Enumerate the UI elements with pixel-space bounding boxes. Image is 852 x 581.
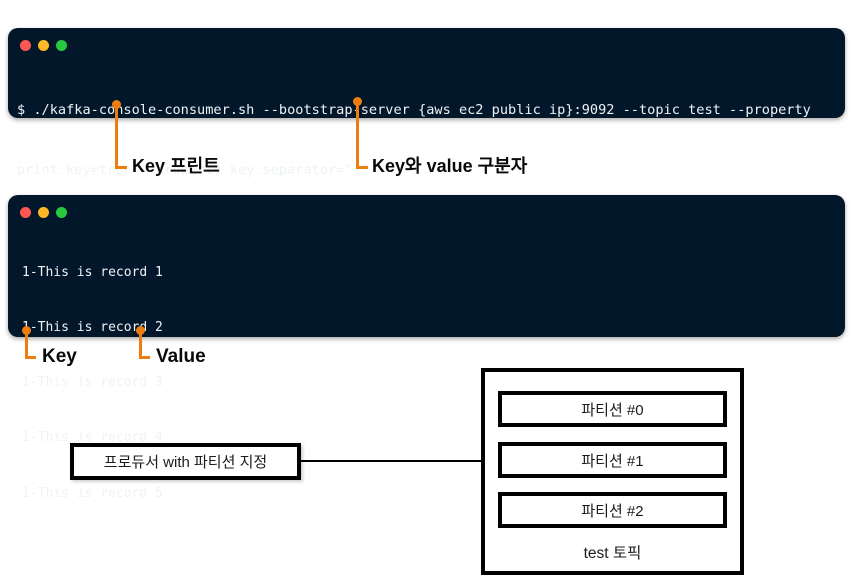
callout-label-key: Key — [42, 346, 77, 367]
callout-line-key-print — [114, 104, 118, 169]
producer-to-partition-arrow — [301, 460, 489, 462]
topic-label: test 토픽 — [583, 545, 642, 562]
minimize-icon — [38, 40, 49, 51]
window-controls — [8, 195, 845, 218]
callout-label-separator: Key와 value 구분자 — [372, 156, 528, 176]
close-icon — [20, 207, 31, 218]
partition-1-box: 파티션 #1 — [498, 442, 727, 478]
record-line: 1-This is record 4 — [22, 430, 163, 446]
command-line-2: print.key=true --property key.separator=… — [17, 162, 369, 178]
record-line: 1-This is record 2 — [22, 320, 163, 336]
maximize-icon — [56, 207, 67, 218]
terminal-window-consumer-output: 1-This is record 1 1-This is record 2 1-… — [8, 195, 845, 501]
maximize-icon — [56, 40, 67, 51]
producer-box: 프로듀서 with 파티션 지정 — [70, 443, 301, 480]
callout-elbow-separator — [355, 166, 368, 169]
producer-label: 프로듀서 with 파티션 지정 — [103, 454, 268, 471]
callout-line-separator — [355, 101, 359, 169]
partition-2-label: 파티션 #2 — [581, 502, 644, 520]
terminal-output-text: 1-This is record 1 1-This is record 2 1-… — [22, 227, 845, 540]
minimize-icon — [38, 207, 49, 218]
callout-elbow-key — [24, 356, 36, 359]
callout-elbow-key-print — [114, 166, 127, 169]
partition-0-box: 파티션 #0 — [498, 391, 727, 427]
record-line: 1-This is record 3 — [22, 375, 163, 391]
close-icon — [20, 40, 31, 51]
partition-0-label: 파티션 #0 — [581, 401, 644, 419]
record-line: 1-This is record 5 — [22, 485, 163, 501]
record-line: 1-This is record 1 — [22, 264, 163, 280]
window-controls — [8, 28, 845, 51]
callout-line-value — [138, 330, 142, 359]
callout-label-key-print: Key 프린트 — [132, 156, 220, 176]
callout-label-value: Value — [156, 346, 206, 367]
terminal-window-consumer-command: $ ./kafka-console-consumer.sh --bootstra… — [8, 28, 845, 178]
terminal-command-text: $ ./kafka-console-consumer.sh --bootstra… — [17, 60, 845, 220]
callout-elbow-value — [138, 356, 150, 359]
callout-line-key — [24, 330, 28, 359]
partition-1-label: 파티션 #1 — [581, 452, 644, 470]
partition-2-box: 파티션 #2 — [498, 492, 727, 528]
command-line-1: $ ./kafka-console-consumer.sh --bootstra… — [17, 102, 811, 118]
